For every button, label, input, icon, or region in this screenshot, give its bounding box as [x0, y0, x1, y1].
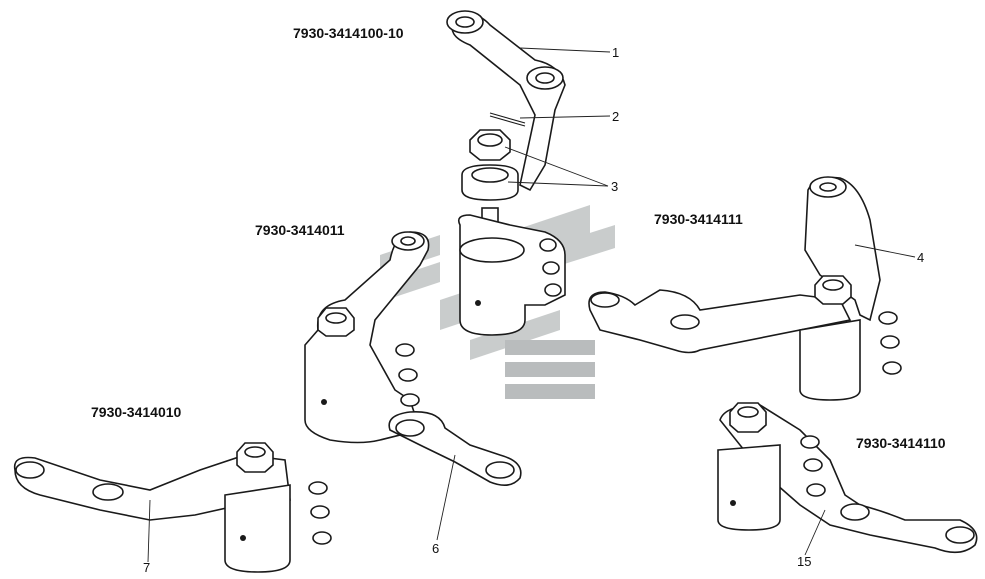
- assembly-left: [13, 442, 332, 573]
- callout-2: 2: [612, 109, 619, 124]
- callout-1: 1: [612, 45, 619, 60]
- label-assembly-center-left: 7930-3414011: [255, 222, 345, 238]
- label-assembly-bottom-right: 7930-3414110: [856, 435, 946, 451]
- callout-15: 15: [797, 554, 811, 569]
- leader-lines: [147, 47, 916, 563]
- assembly-right: [588, 176, 902, 401]
- label-assembly-top: 7930-3414100-10: [293, 25, 404, 41]
- callout-7: 7: [143, 560, 150, 575]
- assembly-bottom-right: [717, 402, 978, 554]
- label-assembly-right: 7930-3414111: [654, 211, 743, 227]
- callout-3: 3: [611, 179, 618, 194]
- assembly-center-left: [304, 231, 522, 486]
- callout-6: 6: [432, 541, 439, 556]
- label-assembly-left: 7930-3414010: [91, 404, 182, 420]
- callout-4: 4: [917, 250, 924, 265]
- assembly-top: [446, 10, 566, 336]
